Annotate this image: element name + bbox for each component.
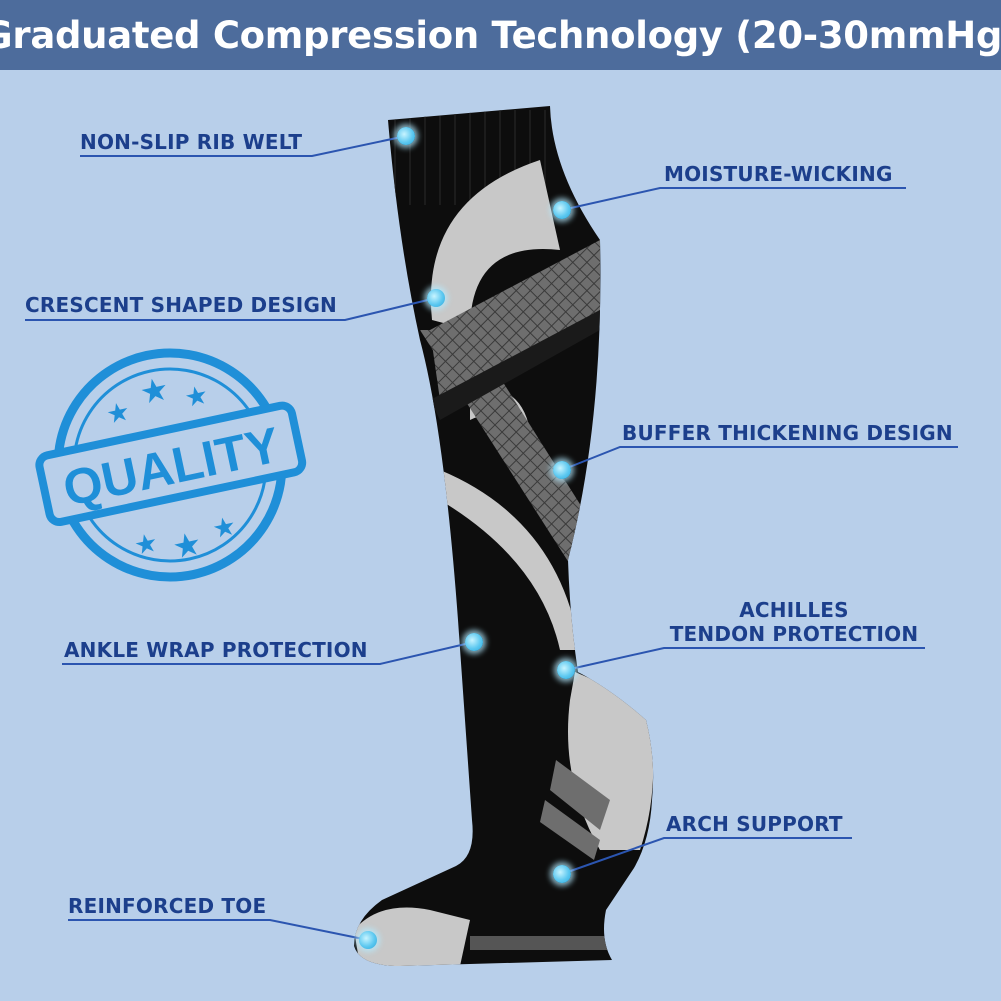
- achilles-marker: [557, 661, 575, 679]
- moisture-marker: [553, 201, 571, 219]
- ankle-marker: [465, 633, 483, 651]
- buffer-marker: [553, 461, 571, 479]
- label-rib-welt: NON-SLIP RIB WELT: [80, 130, 303, 154]
- toe-marker: [359, 931, 377, 949]
- rib-welt-marker: [397, 127, 415, 145]
- sock-graphic: [354, 106, 654, 966]
- label-moisture-wicking: MOISTURE-WICKING: [664, 162, 893, 186]
- star-icon: ★: [136, 369, 172, 412]
- star-icon: ★: [210, 511, 239, 545]
- label-achilles: ACHILLES TENDON PROTECTION: [664, 598, 924, 646]
- star-icon: ★: [182, 380, 211, 414]
- page-title: Graduated Compression Technology (20-30m…: [0, 13, 1001, 57]
- star-icon: ★: [104, 397, 133, 431]
- leader-lines: [25, 135, 958, 941]
- label-ankle-wrap: ANKLE WRAP PROTECTION: [64, 638, 368, 662]
- label-arch-support: ARCH SUPPORT: [666, 812, 843, 836]
- label-buffer-thickening: BUFFER THICKENING DESIGN: [622, 421, 953, 445]
- label-achilles-line1: ACHILLES: [739, 598, 849, 622]
- label-achilles-line2: TENDON PROTECTION: [669, 622, 919, 646]
- quality-badge: QUALITY ★ ★ ★ ★ ★ ★: [35, 348, 307, 582]
- title-banner: Graduated Compression Technology (20-30m…: [0, 0, 1001, 70]
- arch-marker: [553, 865, 571, 883]
- label-crescent-design: CRESCENT SHAPED DESIGN: [25, 293, 337, 317]
- star-icon: ★: [132, 528, 161, 562]
- crescent-marker: [427, 289, 445, 307]
- label-reinforced-toe: REINFORCED TOE: [68, 894, 267, 918]
